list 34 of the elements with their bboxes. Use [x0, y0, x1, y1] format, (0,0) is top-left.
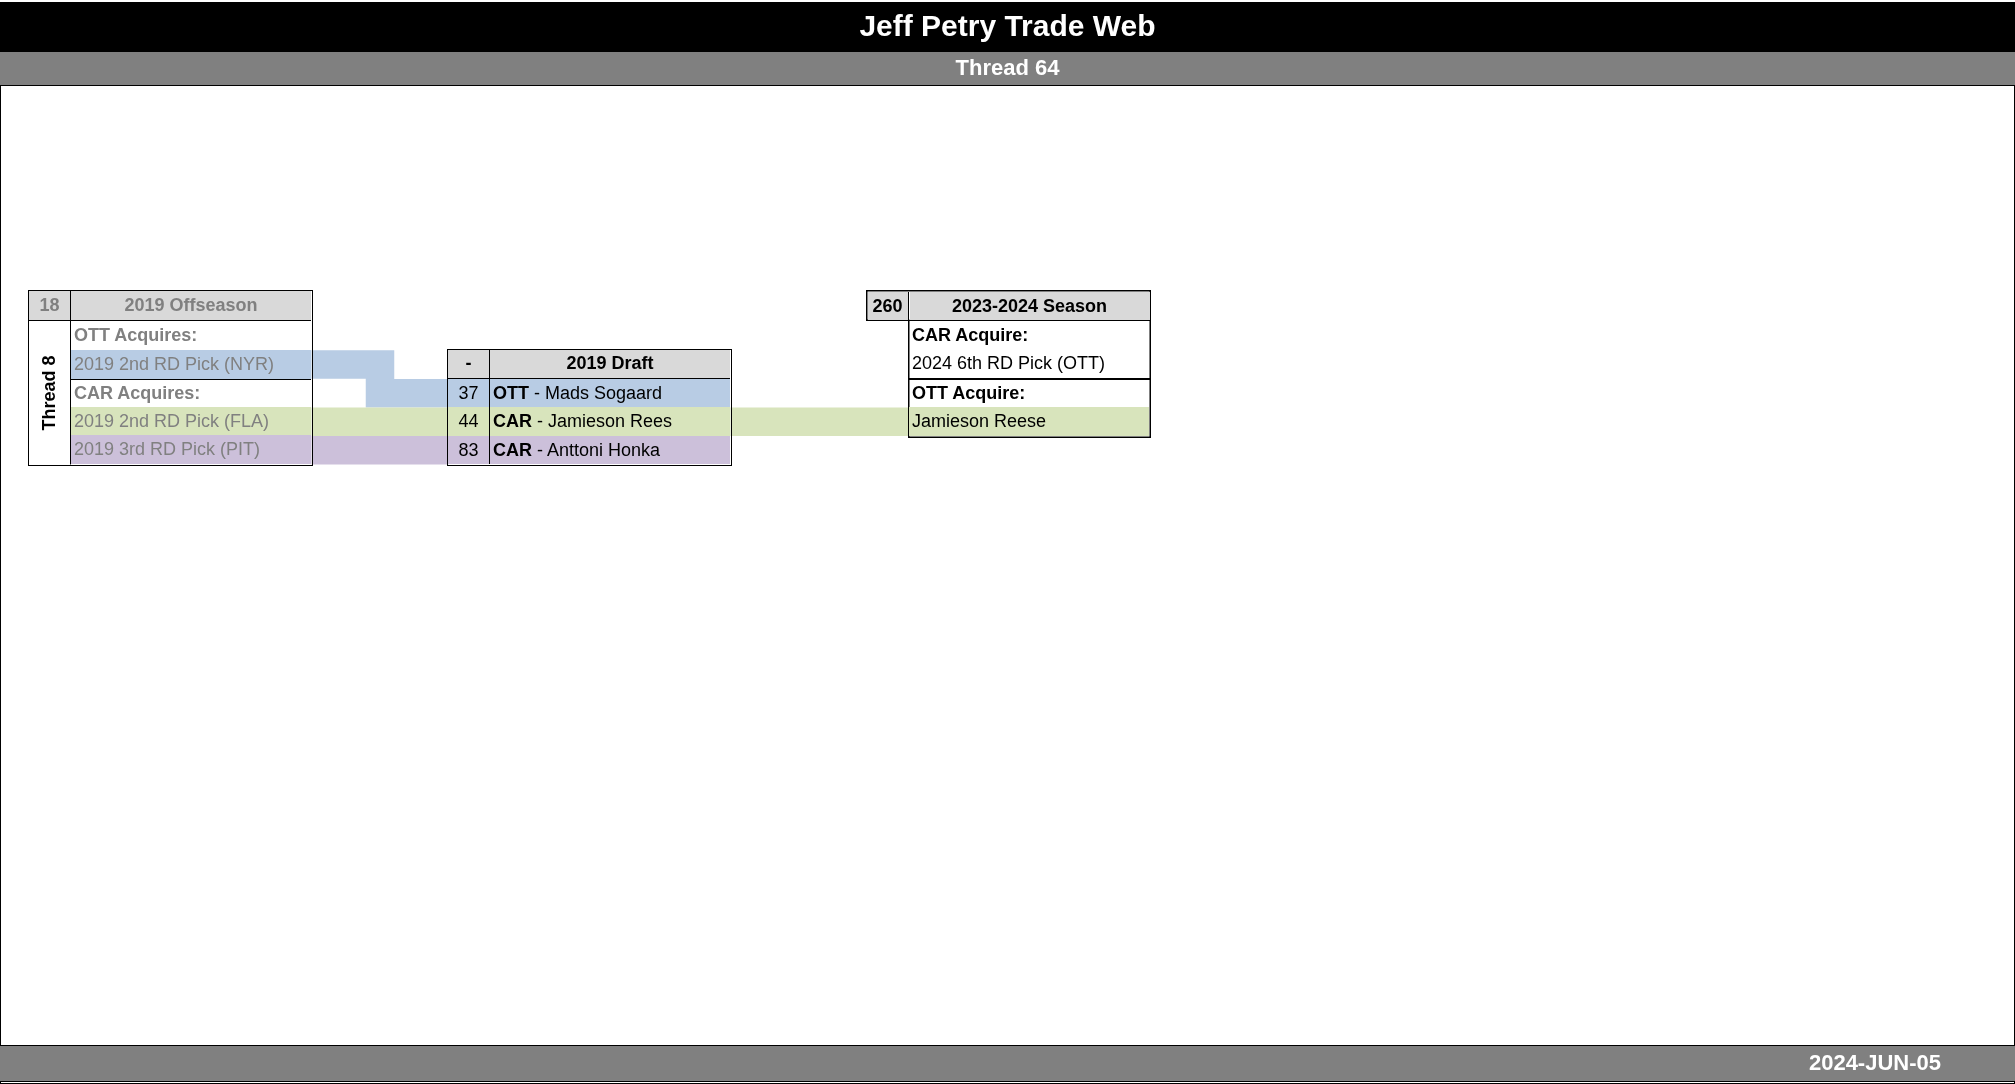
- period-header: 2019 Offseason: [71, 291, 311, 321]
- trade-number: 18: [29, 291, 71, 321]
- trade-section: [908, 378, 1151, 438]
- pick-number: 83: [448, 435, 490, 464]
- connector-band: [311, 350, 449, 408]
- pick-number: 44: [448, 407, 490, 436]
- trade-section: [908, 319, 1151, 380]
- draft-pick-row: 2019 2nd RD Pick (NYR): [71, 349, 311, 379]
- connector-band: [311, 436, 449, 465]
- report-date: 2024-JUN-05: [1808, 1050, 1941, 1075]
- period-header: 2019 Draft: [490, 350, 730, 379]
- draft-pick-label: 2024 6th RD Pick (OTT): [909, 348, 1149, 378]
- period-header: 2023-2024 Season: [909, 291, 1150, 320]
- trade-number: -: [448, 350, 490, 379]
- connector-band: [730, 407, 910, 436]
- draft-table: [447, 349, 732, 466]
- acquired-player-row: Jamieson Reese: [909, 407, 1149, 436]
- drafted-player: CAR - Jamieson Rees: [492, 410, 674, 433]
- draft-row: [448, 378, 730, 407]
- draft-row: [448, 407, 730, 436]
- draft-pick-row: 2019 3rd RD Pick (PIT): [71, 435, 311, 464]
- drafted-player: OTT - Mads Sogaard: [492, 381, 664, 405]
- section-heading: CAR Acquires:: [73, 381, 202, 405]
- trade-section: [71, 378, 311, 464]
- draft-row: [448, 435, 730, 464]
- trade-table: [28, 290, 313, 466]
- drafted-player: CAR - Anttoni Honka: [492, 438, 662, 462]
- section-heading: CAR Acquire:: [911, 323, 1030, 347]
- section-heading: OTT Acquire:: [911, 382, 1027, 405]
- connector-band: [311, 407, 449, 436]
- draft-pick-row: 2019 2nd RD Pick (FLA): [71, 406, 311, 435]
- page-title: Jeff Petry Trade Web: [859, 9, 1156, 42]
- section-heading: OTT Acquires:: [73, 323, 199, 347]
- thread-subtitle: Thread 64: [955, 55, 1060, 80]
